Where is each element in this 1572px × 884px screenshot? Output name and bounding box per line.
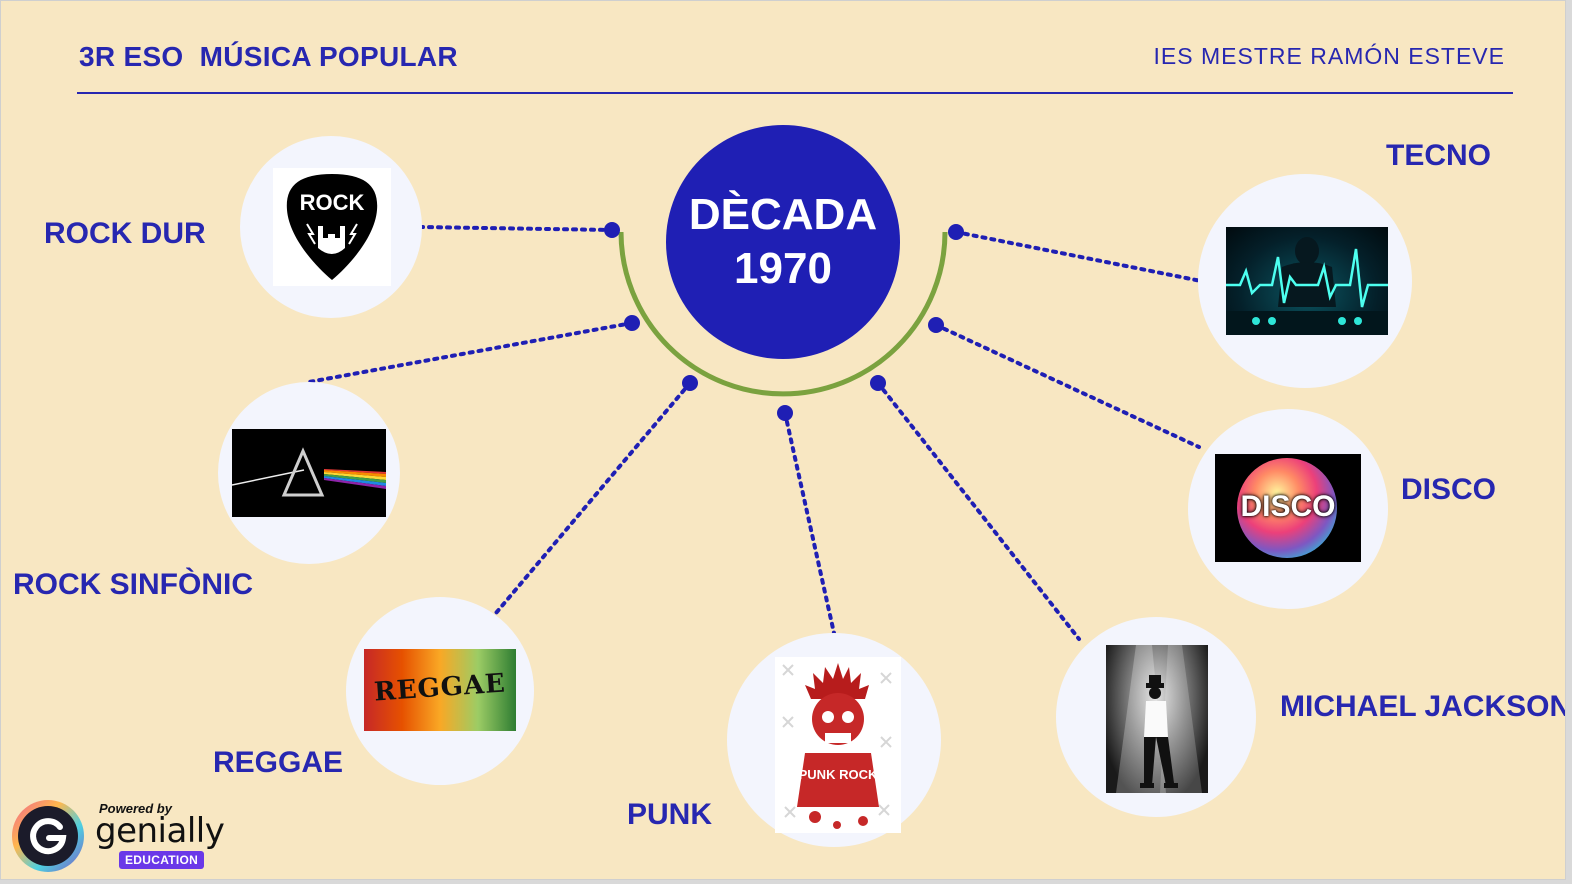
disco-image-text: DISCO: [1240, 490, 1336, 523]
node-dot: [682, 375, 698, 391]
michael-jackson-image: [1106, 645, 1208, 793]
connector-rock-simfonic: [307, 321, 634, 384]
node-dot: [604, 222, 620, 238]
genially-logo-icon: [12, 800, 84, 872]
node-dot: [777, 405, 793, 421]
hub-arc: [618, 231, 948, 397]
header-divider: [77, 92, 1513, 94]
connector-reggae: [494, 381, 692, 615]
education-badge: EDUCATION: [119, 851, 205, 869]
bubble-michael-jackson[interactable]: [1056, 617, 1256, 817]
waveform-icon: [1226, 248, 1388, 308]
bubble-rock-dur[interactable]: ROCK: [240, 136, 422, 318]
bubble-reggae[interactable]: REGGAE: [346, 597, 534, 785]
connector-disco: [934, 323, 1201, 449]
label-rock-dur: ROCK DUR: [44, 217, 206, 250]
label-michael-jackson: MICHAEL JACKSON: [1280, 690, 1566, 723]
school-name: IES MESTRE RAMÓN ESTEVE: [1153, 43, 1505, 69]
connector-punk: [783, 411, 836, 635]
rock-image: ROCK: [273, 168, 391, 286]
label-disco: DISCO: [1401, 473, 1497, 506]
node-dot: [948, 224, 964, 240]
bubble-punk[interactable]: PUNK ROCK: [727, 633, 941, 847]
label-tecno: TECNO: [1386, 139, 1491, 172]
genially-branding[interactable]: Powered by genially EDUCATION: [9, 797, 239, 877]
rock-image-text: ROCK: [300, 190, 365, 215]
hub-title: DÈCADA: [688, 190, 878, 239]
bubble-rock-simfonic[interactable]: [218, 382, 400, 564]
course-title: 3R ESO MÚSICA POPULAR: [79, 41, 458, 72]
skull-icon: [812, 693, 864, 745]
reggae-image-text: REGGAE: [373, 668, 507, 708]
connector-rock-dur: [419, 225, 614, 232]
label-punk: PUNK: [627, 798, 713, 831]
node-dot: [624, 315, 640, 331]
guitar-pick-icon: ROCK: [286, 174, 378, 280]
label-rock-simfonic: ROCK SINFÒNIC: [13, 568, 253, 601]
mohawk-icon: [805, 663, 869, 699]
punk-image: PUNK ROCK: [775, 657, 901, 833]
node-dot: [928, 317, 944, 333]
disco-image: DISCO: [1215, 454, 1361, 562]
connector-tecno: [954, 230, 1203, 283]
dancer-icon: [1140, 675, 1178, 788]
prism-image: [232, 429, 386, 517]
hub-year: 1970: [734, 244, 832, 293]
genially-wordmark: genially: [95, 811, 225, 851]
decade-hub[interactable]: DÈCADA 1970: [666, 125, 900, 359]
connector-michael-jackson: [876, 381, 1081, 641]
powered-by-text: Powered by: [99, 801, 172, 816]
prism-icon: [281, 447, 325, 497]
tecno-image: [1226, 227, 1388, 335]
label-reggae: REGGAE: [213, 746, 344, 779]
node-dot: [870, 375, 886, 391]
bubble-tecno[interactable]: [1198, 174, 1412, 388]
disco-ball-icon: [1237, 458, 1337, 558]
reggae-image: REGGAE: [364, 649, 516, 731]
bubble-disco[interactable]: DISCO: [1188, 409, 1388, 609]
punk-image-text: PUNK ROCK: [799, 767, 878, 782]
